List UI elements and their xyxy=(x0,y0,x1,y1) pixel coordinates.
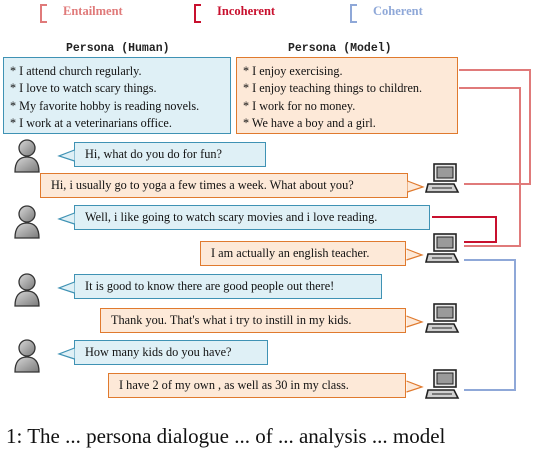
persona-human-item: * I work at a veterinarians office. xyxy=(10,116,172,131)
persona-human-item: * I attend church regularly. xyxy=(10,64,142,78)
persona-human-box: * I attend church regularly. * I love to… xyxy=(3,57,231,134)
persona-human-item: * I love to watch scary things. xyxy=(10,81,157,96)
model-utterance-bubble: I have 2 of my own , as well as 30 in my… xyxy=(108,373,406,398)
computer-model-icon xyxy=(424,163,460,193)
model-utterance-bubble: Thank you. That's what i try to instill … xyxy=(100,308,406,333)
persona-human-title: Persona (Human) xyxy=(66,42,170,55)
human-bubble-tail xyxy=(57,347,75,360)
model-utterance-bubble: Hi, i usually go to yoga a few times a w… xyxy=(40,173,408,198)
persona-model-item: * We have a boy and a girl. xyxy=(243,116,376,131)
model-bubble-tail xyxy=(407,180,425,193)
human-avatar-icon xyxy=(14,139,40,173)
human-utterance-bubble: Hi, what do you do for fun? xyxy=(74,142,266,167)
model-utterance-bubble: I am actually an english teacher. xyxy=(200,241,406,266)
computer-model-icon xyxy=(424,369,460,399)
human-bubble-tail xyxy=(57,281,75,294)
model-bubble-tail xyxy=(406,315,424,328)
persona-model-item: * I work for no money. xyxy=(243,98,356,113)
human-utterance-bubble: Well, i like going to watch scary movies… xyxy=(74,205,430,230)
persona-model-box: * I enjoy exercising. * I enjoy teaching… xyxy=(236,57,458,134)
model-bubble-tail xyxy=(406,380,424,393)
human-utterance-bubble: How many kids do you have? xyxy=(74,340,268,365)
computer-model-icon xyxy=(424,303,460,333)
entailment-connector xyxy=(459,69,531,185)
coherent-legend-marker xyxy=(350,4,357,23)
relation-connectors xyxy=(432,69,531,391)
human-avatar-icon xyxy=(14,205,40,239)
persona-model-title: Persona (Model) xyxy=(288,42,392,55)
coherent-legend-label: Coherent xyxy=(373,4,423,18)
figure-caption: 1: The ... persona dialogue ... of ... a… xyxy=(6,424,446,448)
human-utterance-bubble: It is good to know there are good people… xyxy=(74,274,382,299)
entailment-connector xyxy=(459,87,521,247)
human-avatar-icon xyxy=(14,273,40,307)
persona-human-item: * My favorite hobby is reading novels. xyxy=(10,98,200,113)
incoherent-connector xyxy=(432,216,497,243)
entailment-legend-marker xyxy=(40,4,47,23)
computer-model-icon xyxy=(424,233,460,263)
incoherent-legend-label: Incoherent xyxy=(217,4,276,18)
human-bubble-tail xyxy=(57,149,75,162)
human-avatar-icon xyxy=(14,339,40,373)
entailment-legend-label: Entailment xyxy=(63,4,123,18)
model-bubble-tail xyxy=(406,248,424,261)
persona-model-item: * I enjoy teaching things to children. xyxy=(243,81,423,96)
persona-model-item: * I enjoy exercising. xyxy=(243,64,343,78)
incoherent-legend-marker xyxy=(194,4,201,23)
human-bubble-tail xyxy=(57,212,75,225)
coherent-connector xyxy=(464,259,516,391)
